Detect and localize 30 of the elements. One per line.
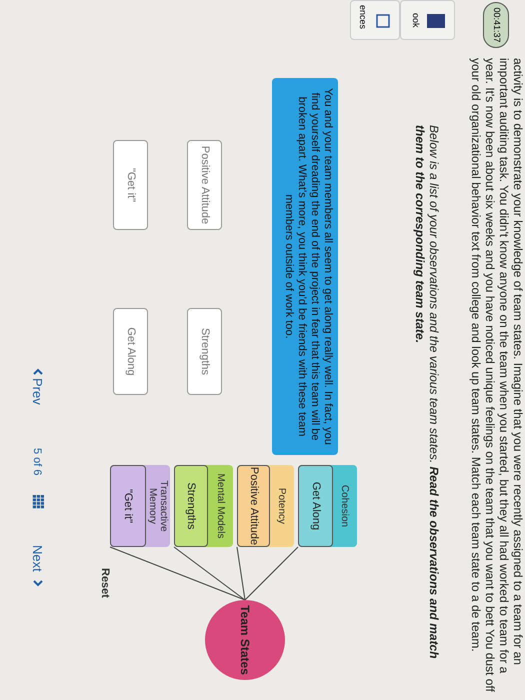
next-button: Next: [28, 545, 47, 572]
page-indicator: 5 of 6: [30, 448, 44, 476]
answer-tile: Strengths: [187, 308, 222, 395]
connector-line: [236, 546, 246, 600]
team-state-column: [110, 465, 170, 547]
matched-tile: Positive Attitude: [237, 465, 270, 547]
answer-tile: "Get it": [113, 140, 148, 230]
team-state-column: [298, 465, 357, 547]
matched-tile: "Get it": [110, 465, 146, 547]
column-heading: Potency: [276, 486, 288, 526]
observation-card: You and your team members all seem to get along really well. In fact, you find yourself dreading the end of the project in fear that this team will be broken apart. What's more, you think you'd be friends with these team members outside of work too.: [272, 78, 338, 455]
connector-line: [110, 546, 246, 600]
column-heading: Cohesion: [338, 484, 352, 530]
timer-badge: 00:41:37: [483, 2, 509, 48]
column-heading: Transactive Memory: [146, 479, 170, 534]
team-state-column: [174, 465, 233, 547]
prev-button: Prev: [28, 378, 47, 405]
reset-button: Reset: [96, 568, 113, 598]
team-state-column: [237, 465, 294, 547]
matched-tile: Get Along: [298, 465, 333, 547]
intro-paragraph: activity is to demonstrate your knowledge of team states. Imagine that you were recently assigned to a team for an important auditing task. You didn't know anyone on the team when you started, but they all had worked to team for a year. It's now been about six weeks and you have noticed unique feelings on the team that you want to bett You dust off your old organizational behavior text from college and look up team states. Match each team state to a de team.: [469, 58, 525, 694]
sidebar-link: ook: [410, 13, 422, 28]
instruction-text: Below is a list of your observations and the various team states. Read the observations and match them to the corresponding team state.: [413, 125, 441, 661]
sidebar-link: ences: [357, 5, 369, 30]
answer-tile: Get Along: [113, 308, 148, 395]
column-heading: Mental Models: [214, 472, 228, 541]
connector-line: [244, 546, 298, 600]
matched-tile: Strengths: [174, 465, 208, 547]
answer-tile: Positive Attitude: [187, 140, 222, 230]
connector-line: [174, 546, 246, 600]
